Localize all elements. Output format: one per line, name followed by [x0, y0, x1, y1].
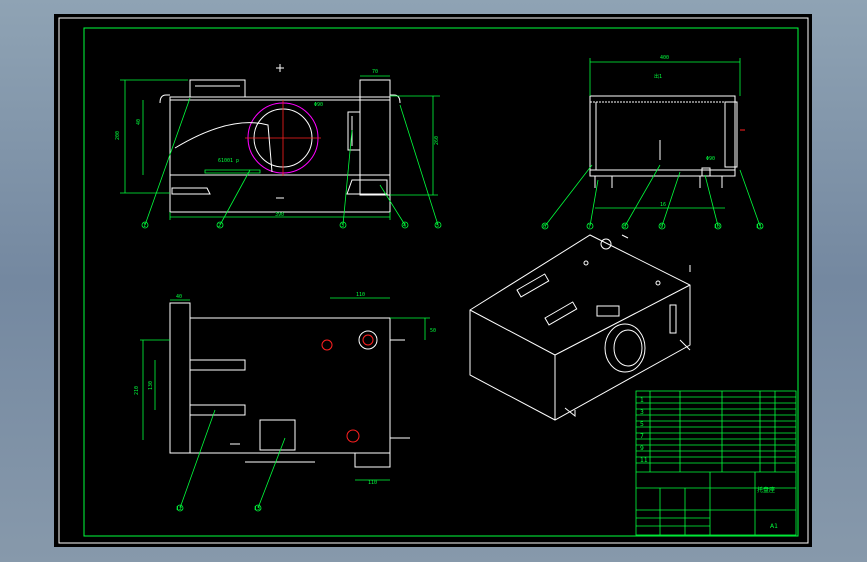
dim-label: 200 — [115, 131, 121, 140]
dim-label: 130 — [148, 381, 154, 390]
dim-label: 110 — [368, 480, 377, 486]
callout-11: 11 — [756, 222, 764, 230]
drawing-title: 托盘座 — [757, 486, 775, 494]
svg-text:7: 7 — [640, 433, 644, 440]
callout-5: 5 — [434, 221, 442, 229]
callout-7: 7 — [586, 222, 594, 230]
callout-4: 4 — [401, 221, 409, 229]
svg-text:7: 7 — [588, 224, 591, 230]
dim-label: 70 — [372, 69, 378, 75]
svg-text:9: 9 — [640, 445, 644, 452]
svg-text:5: 5 — [436, 223, 439, 229]
dim-label: 出1 — [654, 73, 662, 80]
svg-text:1: 1 — [143, 223, 146, 229]
outer-border — [58, 17, 809, 544]
dim-label: 40 — [136, 119, 142, 125]
dim-label: 210 — [134, 386, 140, 395]
svg-text:12: 12 — [176, 506, 182, 512]
callout-6: 6 — [541, 222, 549, 230]
dim-label: 390 — [275, 212, 284, 218]
svg-text:5: 5 — [640, 421, 644, 428]
svg-text:9: 9 — [660, 224, 663, 230]
dim-label: Φ90 — [706, 156, 715, 162]
svg-text:4: 4 — [403, 223, 406, 229]
svg-text:10: 10 — [714, 224, 720, 230]
note-label: 61001 p — [218, 158, 239, 164]
svg-text:6: 6 — [543, 224, 546, 230]
callout-12: 12 — [176, 504, 184, 512]
svg-text:3: 3 — [341, 223, 344, 229]
svg-text:3: 3 — [640, 409, 644, 416]
svg-text:1: 1 — [640, 397, 644, 404]
callout-2: 2 — [216, 221, 224, 229]
svg-text:11: 11 — [756, 224, 762, 230]
sheet-size: A1 — [770, 523, 778, 530]
svg-text:2: 2 — [218, 223, 221, 229]
callout-9: 9 — [658, 222, 666, 230]
dim-label: 400 — [660, 55, 669, 61]
isometric-view — [469, 234, 691, 421]
callout-13: 13 — [254, 504, 262, 512]
inner-border — [83, 27, 799, 537]
callout-8: 8 — [621, 222, 629, 230]
svg-text:13: 13 — [254, 506, 260, 512]
front-view: 70 390 200 260 Φ90 61001 p 40 1 2 3 4 5 — [115, 64, 442, 229]
callout-1: 1 — [141, 221, 149, 229]
side-view: 400 出1 16 Φ90 6 7 8 9 10 11 — [541, 55, 764, 230]
dim-label: 110 — [356, 292, 365, 298]
title-block: 1 3 5 7 9 11 托盘座 A1 — [635, 390, 797, 536]
callout-3: 3 — [339, 221, 347, 229]
callout-10: 10 — [714, 222, 722, 230]
svg-text:8: 8 — [623, 224, 626, 230]
svg-text:11: 11 — [640, 457, 648, 464]
dim-label: Φ90 — [314, 102, 323, 108]
dim-label: 260 — [434, 136, 440, 145]
dim-label: 16 — [660, 202, 666, 208]
dim-label: 40 — [176, 294, 182, 300]
dim-label: 50 — [430, 328, 436, 334]
top-view: 110 40 210 130 50 110 12 13 — [134, 292, 436, 512]
